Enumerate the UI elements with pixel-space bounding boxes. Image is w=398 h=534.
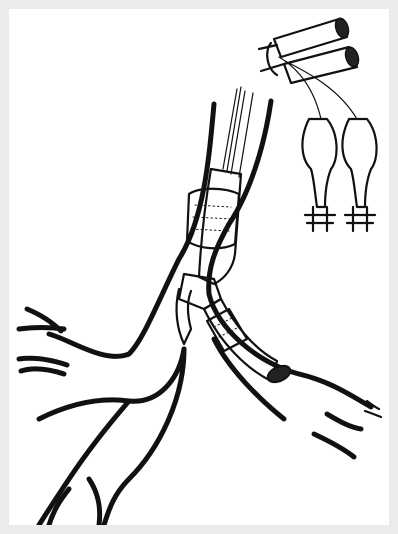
pilot-balloon-right xyxy=(342,119,376,207)
double-lumen-tube xyxy=(177,87,293,385)
pilot-balloons xyxy=(302,119,376,231)
bronchial-tip-opening xyxy=(265,363,293,386)
illustration-canvas xyxy=(9,9,389,525)
pilot-balloon-left xyxy=(302,119,336,207)
bronchial-intubation-drawing xyxy=(9,9,389,525)
left-lower-stem xyxy=(104,349,184,525)
bronchial-tree xyxy=(19,101,381,525)
pilot-valve-left xyxy=(305,207,335,231)
tube-shaft-lines xyxy=(223,87,253,177)
left-fork-upper xyxy=(19,309,64,331)
left-lower-branch xyxy=(39,401,129,525)
right-fork xyxy=(314,414,361,457)
left-fork-lower xyxy=(19,358,67,374)
tube-connectors xyxy=(259,17,361,119)
trachea-right-wall xyxy=(209,101,371,407)
pilot-valve-right xyxy=(345,207,375,231)
left-bronchus-lower-wall xyxy=(39,349,184,419)
